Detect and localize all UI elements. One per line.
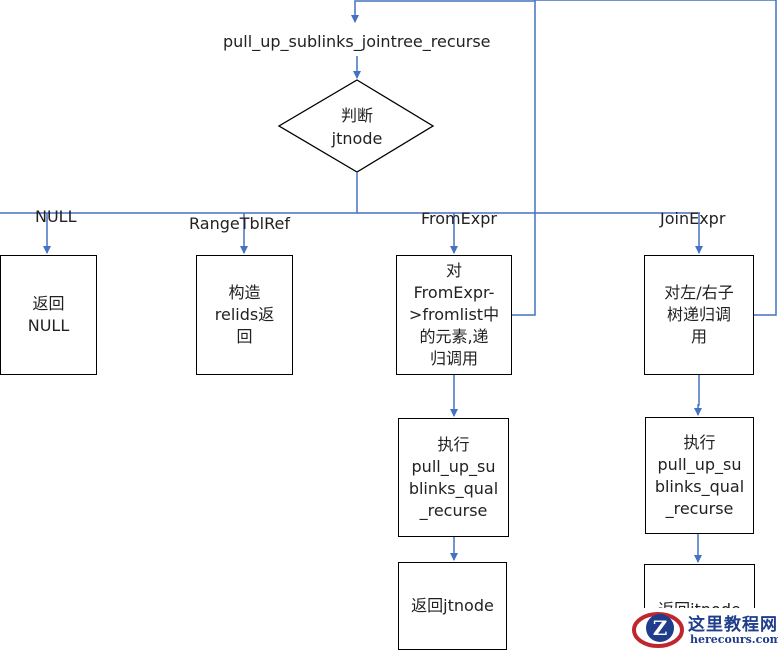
fromexpr-recurse-text: 对 FromExpr- >fromlist中 的元素,递 归调用 [408,261,500,368]
branch-joinexpr-label: JoinExpr [660,209,726,228]
watermark-logo: Z 这里教程网 herecours.com [630,608,778,652]
watermark-text: 这里教程网 [688,615,778,635]
joinexpr-loop-line [535,0,777,316]
build-relids-box: 构造 relids返 回 [196,255,293,375]
entry-function-label: pull_up_sublinks_jointree_recurse [223,32,491,51]
fromexpr-return-box: 返回jtnode [398,562,507,650]
joinexpr-qual-box: 执行 pull_up_su blinks_qual _recurse [645,417,754,534]
return-null-box: 返回 NULL [0,255,97,375]
branch-fromexpr-label: FromExpr [421,209,497,228]
branch-null-label: NULL [35,207,77,226]
watermark-url: herecours.com [690,633,778,646]
joinexpr-to-qual [694,375,702,416]
top-loop-line [351,0,535,23]
fromexpr-loop-line [512,0,536,316]
joinexpr-recurse-box: 对左/右子 树递归调 用 [644,255,754,375]
build-relids-text: 构造 relids返 回 [214,283,275,346]
decision-label: 判断 jtnode [331,106,383,148]
joinexpr-recurse-text: 对左/右子 树递归调 用 [664,283,734,346]
fromexpr-recurse-box: 对 FromExpr- >fromlist中 的元素,递 归调用 [396,255,512,375]
return-null-text: 返回 NULL [27,294,70,335]
branch-rangetblref-label: RangeTblRef [189,214,290,233]
fromexpr-return-text: 返回jtnode [411,596,494,615]
svg-text:Z: Z [653,616,668,640]
fromexpr-qual-text: 执行 pull_up_su blinks_qual _recurse [408,434,499,520]
fromexpr-qual-box: 执行 pull_up_su blinks_qual _recurse [398,418,509,537]
watermark-z-icon: Z [632,612,684,648]
joinexpr-qual-text: 执行 pull_up_su blinks_qual _recurse [654,432,745,518]
